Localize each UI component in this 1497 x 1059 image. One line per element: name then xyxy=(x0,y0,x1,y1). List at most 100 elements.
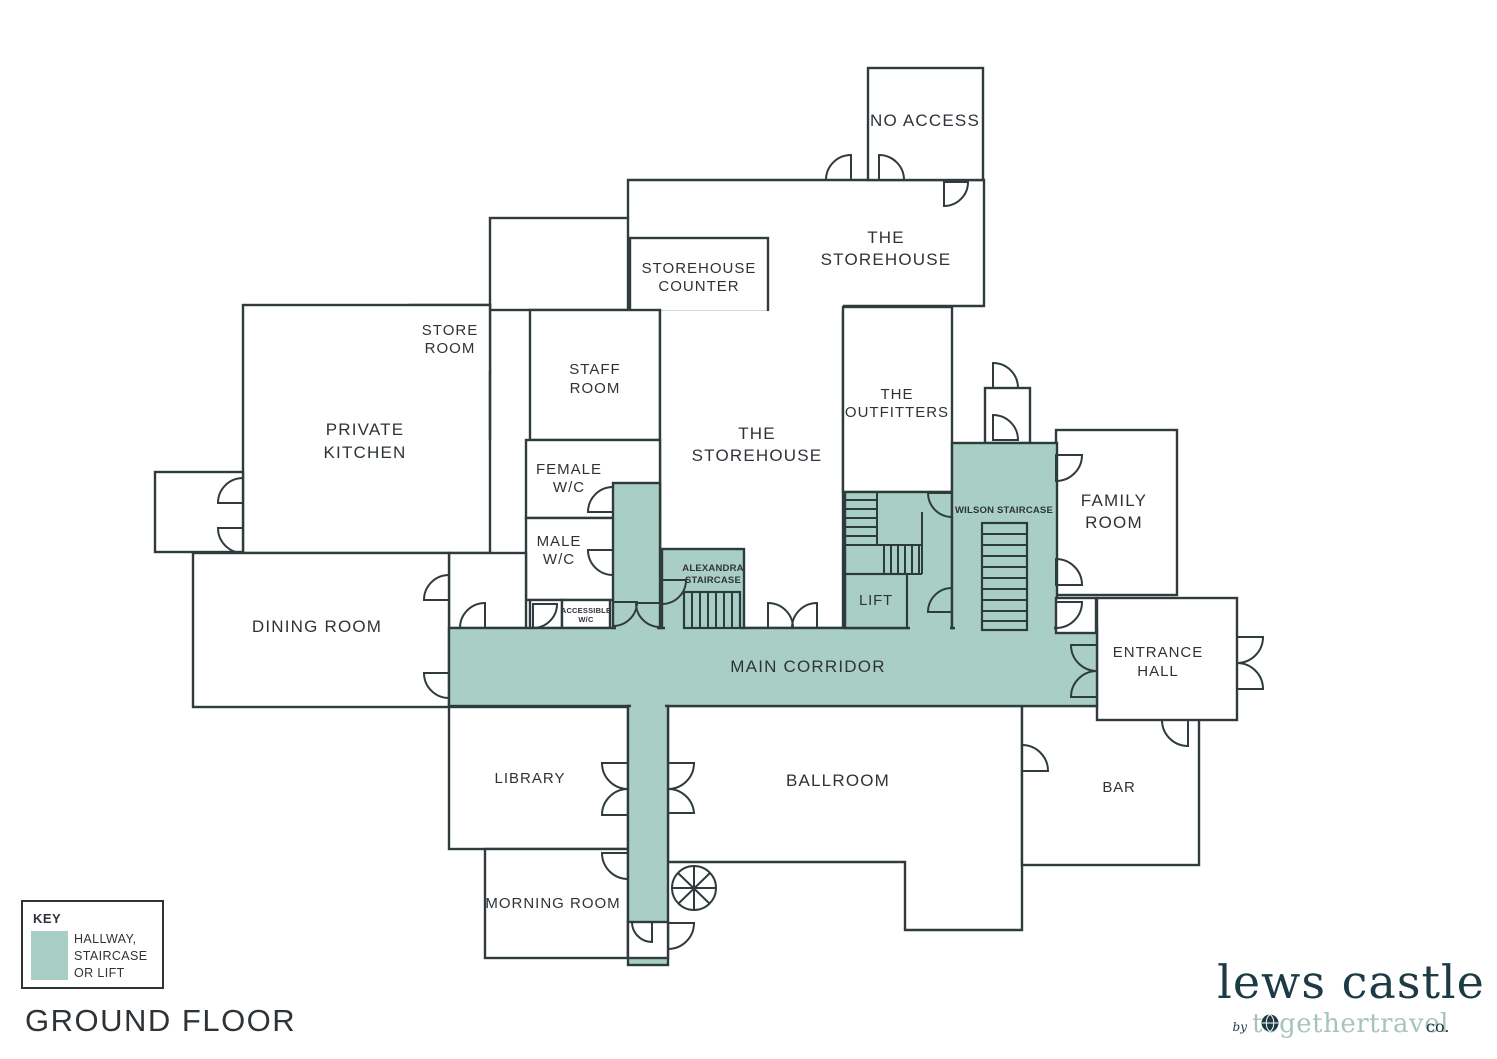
door-arc xyxy=(586,485,614,513)
door-arc xyxy=(992,361,1020,389)
stair-flight xyxy=(980,521,1029,632)
legend: KEY HALLWAY, STAIRCASE OR LIFT xyxy=(21,900,164,989)
label-lift: LIFT xyxy=(859,592,893,609)
door-arc xyxy=(1160,719,1189,748)
wilson-staircase-treads xyxy=(980,521,1029,632)
opening-south-leg xyxy=(631,702,665,710)
room-leg-doorway xyxy=(626,920,670,960)
door-arc xyxy=(1236,661,1265,690)
label-male-wc: MALE xyxy=(537,533,582,550)
label-morning-room: MORNING ROOM xyxy=(485,895,620,912)
label-storehouse-main: THE xyxy=(738,424,776,443)
label-family-room: FAMILY xyxy=(1081,491,1147,510)
label-accessible-wc: W/C xyxy=(578,615,594,624)
label-alexandra-staircase: STAIRCASE xyxy=(685,575,741,586)
door-arc xyxy=(667,922,696,951)
alexandra-staircase-treads xyxy=(682,590,742,630)
door-arc xyxy=(824,153,852,181)
label-outfitters: OUTFITTERS xyxy=(845,404,949,421)
label-female-wc: FEMALE xyxy=(536,461,602,478)
door-arc xyxy=(943,181,970,208)
label-alexandra-staircase: ALEXANDRA xyxy=(682,563,743,574)
hall-main-corridor xyxy=(447,626,1099,708)
room-library xyxy=(447,705,630,851)
opening-wilson xyxy=(955,624,1054,632)
legend-line: OR LIFT xyxy=(74,966,125,980)
room-private-kitchen xyxy=(241,303,492,555)
label-accessible-wc: ACCESSIBLE xyxy=(561,606,611,615)
label-storehouse-counter: COUNTER xyxy=(658,278,739,295)
label-outfitters: THE xyxy=(881,386,914,403)
spiral-staircase xyxy=(671,865,717,911)
room-unlabelled-lobby xyxy=(447,551,528,630)
room-dining-room xyxy=(191,551,451,709)
room-accessible-wc xyxy=(560,598,612,630)
room-bar xyxy=(1020,704,1201,867)
label-ballroom: BALLROOM xyxy=(786,771,890,790)
lift-shaft xyxy=(843,572,909,630)
room-entrance-hall xyxy=(1095,596,1239,722)
legend-line: HALLWAY, xyxy=(74,932,136,946)
door-arc xyxy=(1021,743,1050,772)
label-private-kitchen: KITCHEN xyxy=(323,443,406,462)
door-arc xyxy=(422,672,450,700)
label-storehouse-main: STOREHOUSE xyxy=(692,446,823,465)
door-arc xyxy=(630,921,653,944)
stair-flight xyxy=(682,590,742,630)
lift-lobby-stairs xyxy=(843,492,923,630)
label-bar: BAR xyxy=(1102,779,1135,796)
label-main-corridor: MAIN CORRIDOR xyxy=(730,657,885,676)
door-arc xyxy=(600,852,629,881)
door-arc xyxy=(661,579,688,606)
label-family-room: ROOM xyxy=(1085,513,1143,532)
logo-name: lews castle xyxy=(1217,955,1485,1009)
rooms xyxy=(153,66,1239,960)
label-female-wc: W/C xyxy=(553,479,585,496)
legend-swatch-hallway xyxy=(31,931,68,980)
page-title: GROUND FLOOR xyxy=(25,1003,296,1038)
logo-brand: togethertravel xyxy=(1252,1009,1449,1039)
room-upper-shell xyxy=(488,216,630,312)
door-arc xyxy=(667,787,696,814)
door-arc xyxy=(926,492,953,519)
room-staff-room xyxy=(528,308,662,442)
label-no-access: NO ACCESS xyxy=(870,111,980,130)
label-staff-room: ROOM xyxy=(570,380,621,397)
room-corridor-vestibule xyxy=(1054,596,1098,635)
door-arc xyxy=(1055,454,1084,483)
door-arc xyxy=(926,586,953,613)
door-arc xyxy=(532,603,559,630)
door-arc xyxy=(878,153,906,181)
door-arc xyxy=(586,549,614,577)
room-small-annex xyxy=(153,470,245,554)
room-wilson-vestibule xyxy=(983,386,1032,445)
logo-co: co. xyxy=(1426,1017,1449,1036)
label-library: LIBRARY xyxy=(495,770,566,787)
label-storehouse-top: STOREHOUSE xyxy=(821,250,952,269)
label-storehouse-top: THE xyxy=(867,228,905,247)
door-arc xyxy=(458,601,486,629)
door-arc xyxy=(1055,601,1084,630)
door-arc xyxy=(422,573,450,601)
door-arc xyxy=(216,476,244,504)
label-store-room: ROOM xyxy=(425,340,476,357)
legend-title: KEY xyxy=(33,911,61,926)
room-morning-room xyxy=(483,847,630,960)
label-entrance-hall: ENTRANCE xyxy=(1113,644,1204,661)
door-arc xyxy=(790,601,818,629)
room-outfitters xyxy=(841,305,954,494)
door-arc xyxy=(992,413,1020,441)
room-ballroom xyxy=(666,704,1024,932)
hall-alexandra-staircase xyxy=(660,547,746,630)
door-arc xyxy=(600,787,629,816)
legend-line: STAIRCASE xyxy=(74,949,148,963)
label-store-room: STORE xyxy=(422,322,478,339)
opening-passage xyxy=(616,624,657,632)
label-storehouse-counter: STOREHOUSE xyxy=(642,260,757,277)
label-entrance-hall: HALL xyxy=(1137,663,1179,680)
label-private-kitchen: PRIVATE xyxy=(326,420,405,439)
brand-logo: lews castle by togethertravel co. xyxy=(1217,955,1485,1039)
opening-lift-lobby xyxy=(910,624,950,632)
door-arc xyxy=(634,602,661,629)
